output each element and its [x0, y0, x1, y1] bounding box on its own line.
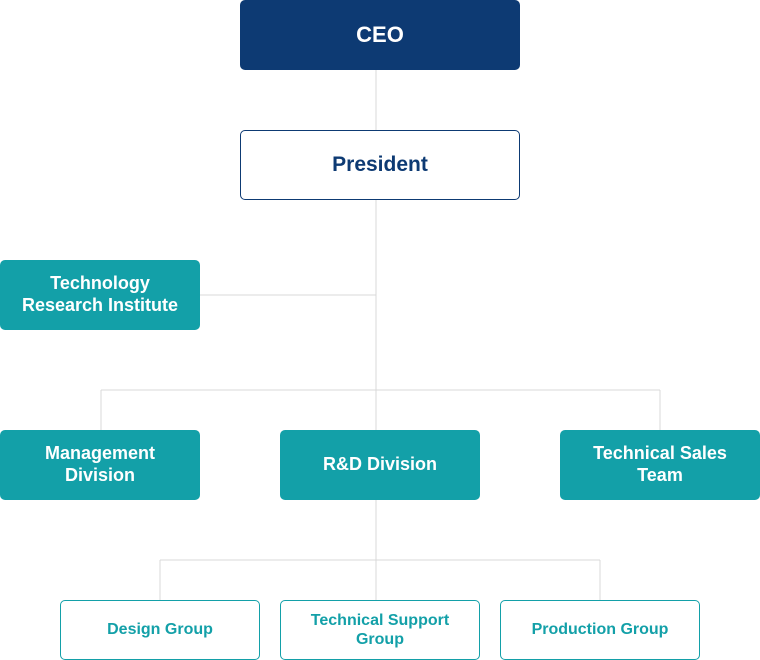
node-design-group-label: Design Group: [107, 621, 213, 639]
node-management-division[interactable]: Management Division: [0, 430, 200, 500]
node-design-group[interactable]: Design Group: [60, 600, 260, 660]
node-rnd-division-label: R&D Division: [322, 454, 437, 475]
node-ceo-label: CEO: [356, 21, 404, 47]
node-rnd-division[interactable]: R&D Division: [280, 430, 480, 500]
node-technology-research-institute-label: Technology Research Institute: [21, 273, 179, 315]
node-production-group[interactable]: Production Group: [500, 600, 700, 660]
node-ceo[interactable]: CEO: [240, 0, 520, 70]
node-management-division-label: Management Division: [44, 443, 156, 485]
node-president-label: President: [332, 153, 428, 177]
node-technical-support-group-label: Technical Support Group: [310, 611, 450, 648]
node-production-group-label: Production Group: [531, 621, 669, 639]
node-president[interactable]: President: [240, 130, 520, 200]
node-technology-research-institute[interactable]: Technology Research Institute: [0, 260, 200, 330]
node-technical-sales-team-label: Technical Sales Team: [593, 443, 727, 485]
node-technical-support-group[interactable]: Technical Support Group: [280, 600, 480, 660]
node-technical-sales-team[interactable]: Technical Sales Team: [560, 430, 760, 500]
